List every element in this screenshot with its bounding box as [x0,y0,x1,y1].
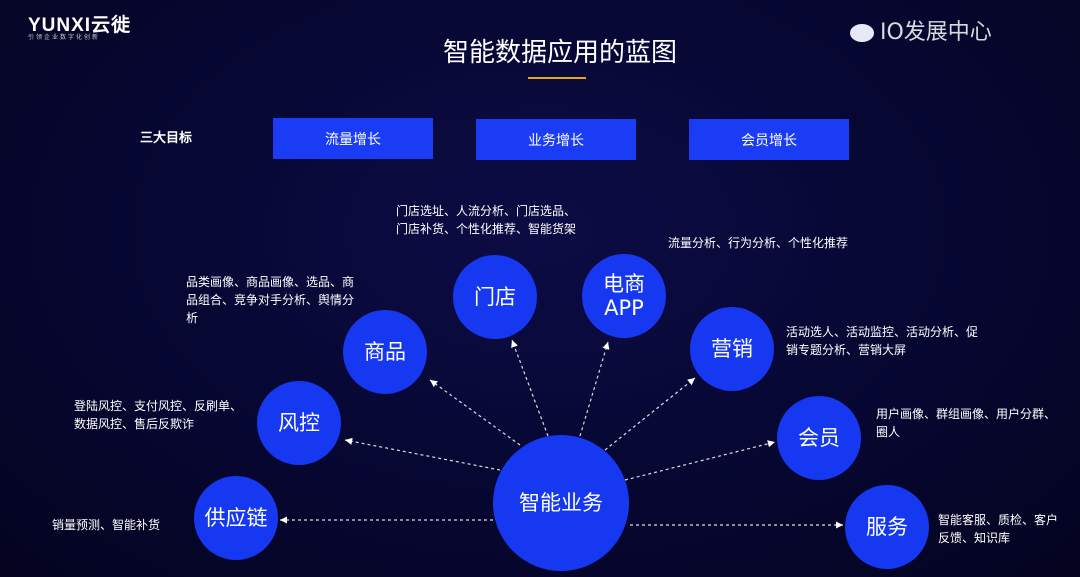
node-goods: 商品 [343,310,427,394]
node-risk: 风控 [257,381,341,465]
arrow-marketing [604,377,696,451]
desc-risk: 登陆风控、支付风控、反刷单、数据风控、售后反欺诈 [74,399,243,431]
wechat-icon [850,24,874,42]
title-underline [528,77,586,79]
arrow-app [579,341,610,437]
logo: YUNXI云徙 [28,15,132,36]
desc-app: 流量分析、行为分析、个性化推荐 [668,236,849,250]
node-store: 门店 [453,255,537,339]
node-marketing: 营销 [690,307,774,391]
watermark: IO发展中心 [850,14,992,46]
arrow-store [511,339,549,437]
desc-supply: 销量预测、智能补货 [52,518,161,532]
desc-marketing: 活动选人、活动监控、活动分析、促销专题分析、营销大屏 [786,325,979,357]
center-node: 智能业务 [493,435,629,571]
desc-service: 智能客服、质检、客户反馈、知识库 [938,513,1059,545]
node-app: 电商APP [582,254,666,338]
goal-traffic: 流量增长 [273,118,433,159]
arrow-member [624,440,776,481]
arrow-risk [344,437,501,471]
logo-tagline: 引领企业数字化创新 [28,34,101,41]
goals-label: 三大目标 [140,131,193,146]
desc-goods: 品类画像、商品画像、选品、商品组合、竞争对手分析、舆情分析 [186,275,355,325]
goal-business: 业务增长 [476,119,636,160]
arrow-goods [429,379,521,446]
desc-member: 用户画像、群组画像、用户分群、圈人 [876,407,1057,439]
node-supply: 供应链 [194,476,278,560]
watermark-text: IO发展中心 [880,20,992,45]
desc-store: 门店选址、人流分析、门店选品、门店补货、个性化推荐、智能货架 [396,204,577,236]
goal-member: 会员增长 [689,119,849,160]
node-service: 服务 [845,485,929,569]
page-title: 智能数据应用的蓝图 [442,38,677,68]
node-member: 会员 [777,396,861,480]
